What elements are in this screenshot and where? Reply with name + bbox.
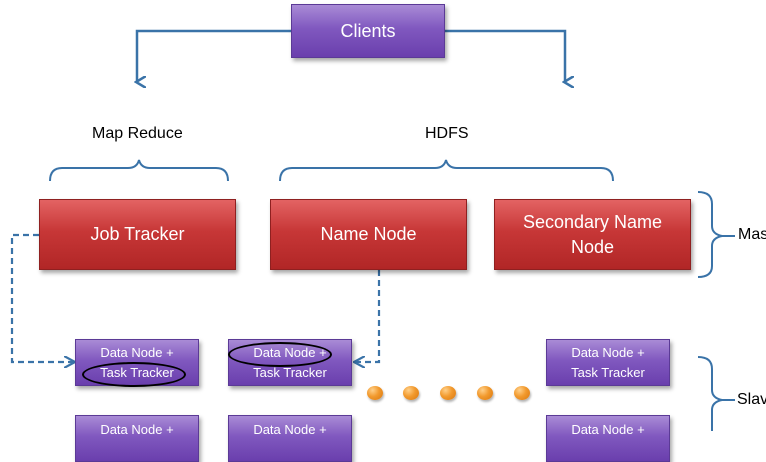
brace-masters [697, 191, 723, 278]
name-node-box: Name Node [270, 199, 467, 270]
secondary-name-node-label-line1: Secondary Name [522, 211, 663, 232]
slave-node-5-line1: Data Node + [253, 422, 327, 437]
clients-label: Clients [340, 20, 396, 41]
slave-node-6-line1: Data Node + [571, 422, 645, 437]
slave-node-3-line1: Data Node + [571, 344, 645, 360]
ellipsis-dot-4 [477, 386, 493, 400]
ellipsis-dot-5 [514, 386, 530, 400]
slave-node-1-line2: Task Tracker [100, 364, 174, 380]
slave-node-2-line1: Data Node + [253, 344, 327, 360]
ellipsis-dot-3 [440, 386, 456, 400]
group-label-hdfs: HDFS [425, 125, 469, 142]
ellipsis-dot-2 [403, 386, 419, 400]
secondary-name-node-box: Secondary Name Node [494, 199, 691, 270]
group-label-slaves: Slav [737, 391, 766, 408]
group-label-masters: Mas [738, 226, 766, 243]
ellipsis-dot-1 [367, 386, 383, 400]
arrow-clients-to-mapreduce [137, 29, 291, 82]
dashed-arrow-jobtracker-to-tasktracker [10, 233, 74, 362]
job-tracker-label: Job Tracker [90, 224, 185, 244]
slave-node-2: Data Node + Task Tracker [228, 339, 352, 386]
brace-slaves [697, 356, 723, 431]
job-tracker-box: Job Tracker [39, 199, 236, 270]
slave-node-1: Data Node + Task Tracker [75, 339, 199, 386]
secondary-name-node-label-line2: Node [570, 236, 615, 257]
group-label-mapreduce: Map Reduce [92, 125, 183, 142]
brace-hdfs [279, 159, 614, 182]
slave-node-5: Data Node + [228, 415, 352, 462]
name-node-label: Name Node [320, 224, 417, 244]
clients-box: Clients [291, 4, 445, 58]
brace-mapreduce [49, 159, 229, 182]
slave-node-4-line1: Data Node + [100, 422, 174, 437]
dashed-arrow-namenode-to-datanode [355, 270, 381, 362]
arrow-clients-to-hdfs [445, 29, 565, 82]
slave-node-3: Data Node + Task Tracker [546, 339, 670, 386]
slave-node-6: Data Node + [546, 415, 670, 462]
diagram-canvas [10, 29, 735, 431]
slave-node-1-line1: Data Node + [100, 344, 174, 360]
slave-node-2-line2: Task Tracker [253, 364, 327, 380]
slave-node-3-line2: Task Tracker [571, 364, 645, 380]
slave-node-4: Data Node + [75, 415, 199, 462]
